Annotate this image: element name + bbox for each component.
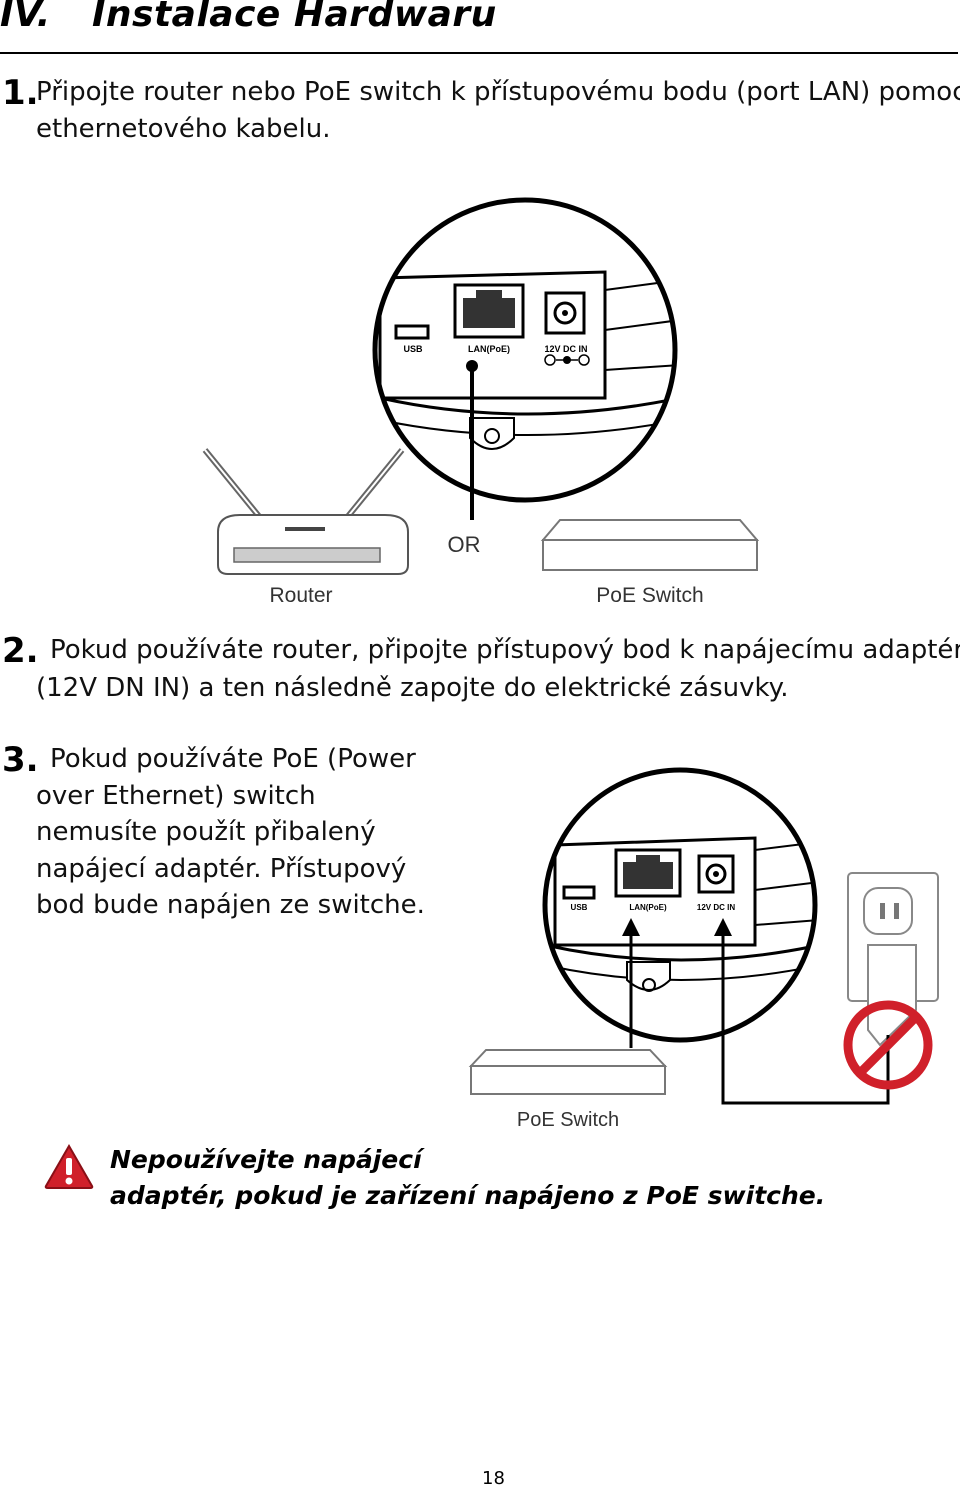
usb-label-2: USB: [571, 903, 588, 912]
dc-label: 12V DC IN: [544, 344, 587, 354]
poe-switch-icon: [540, 519, 760, 571]
step-2-line-2: (12V DN IN) a ten následně zapojte do el…: [36, 673, 789, 703]
step-3-line-1: Pokud používáte PoE (Power: [50, 744, 416, 774]
step-1-line-2: ethernetového kabelu.: [36, 114, 331, 144]
lan-label: LAN(PoE): [468, 344, 510, 354]
warning-icon: [44, 1144, 94, 1189]
poe-switch-label-2: PoE Switch: [517, 1109, 619, 1131]
dc-port-icon-2: [697, 854, 735, 894]
section-number: IV.: [0, 0, 51, 35]
figure-router-or-switch: USB LAN(PoE) 12V DC IN OR Router PoE Swi…: [202, 197, 760, 607]
warning-line-2: adaptér, pokud je zařízení napájeno z Po…: [110, 1181, 826, 1210]
access-point-port-closeup-2: USB LAN(PoE) 12V DC IN: [542, 767, 818, 1043]
access-point-port-closeup: USB LAN(PoE) 12V DC IN: [372, 197, 678, 503]
figure-poe-connection: USB LAN(PoE) 12V DC IN PoE Switch: [468, 767, 939, 1131]
router-label: Router: [269, 584, 332, 607]
dc-label-2: 12V DC IN: [697, 903, 735, 912]
lan-port-icon-2: [614, 848, 682, 898]
step-1-line-1: Připojte router nebo PoE switch k přístu…: [36, 77, 960, 107]
section-title: Instalace Hardwaru: [92, 0, 497, 35]
or-label: OR: [448, 532, 481, 557]
prohibited-icon: [843, 1000, 933, 1090]
usb-label: USB: [403, 344, 423, 354]
step-3-line-4: napájecí adaptér. Přístupový: [36, 854, 407, 884]
page-number: 18: [482, 1468, 505, 1489]
step-3-line-2: over Ethernet) switch: [36, 781, 316, 811]
step-3-line-5: bod bude napájen ze switche.: [36, 890, 425, 920]
warning-line-1: Nepoužívejte napájecí: [110, 1145, 422, 1174]
step-3-number: 3.: [2, 740, 39, 780]
step-2-number: 2.: [2, 631, 39, 671]
poe-switch-label: PoE Switch: [596, 584, 703, 607]
router-icon: [202, 448, 409, 575]
lan-label-2: LAN(PoE): [629, 903, 667, 912]
step-3-line-3: nemusíte použít přibalený: [36, 817, 376, 847]
heading-rule: [0, 52, 958, 54]
section-heading: IV. Instalace Hardwaru: [0, 0, 497, 35]
wall-outlet-icon: [847, 872, 939, 1060]
lan-port-icon: [453, 283, 525, 339]
dc-port-icon: [544, 291, 586, 335]
step-1-number: 1.: [2, 73, 39, 113]
poe-switch-icon-2: [468, 1049, 668, 1095]
dc-arrow-icon: [714, 918, 732, 936]
usb-port-icon: [394, 324, 430, 340]
lan-arrow-icon: [622, 918, 640, 936]
step-2-line-1: Pokud používáte router, připojte přístup…: [50, 635, 960, 665]
usb-port-icon-2: [562, 885, 596, 900]
